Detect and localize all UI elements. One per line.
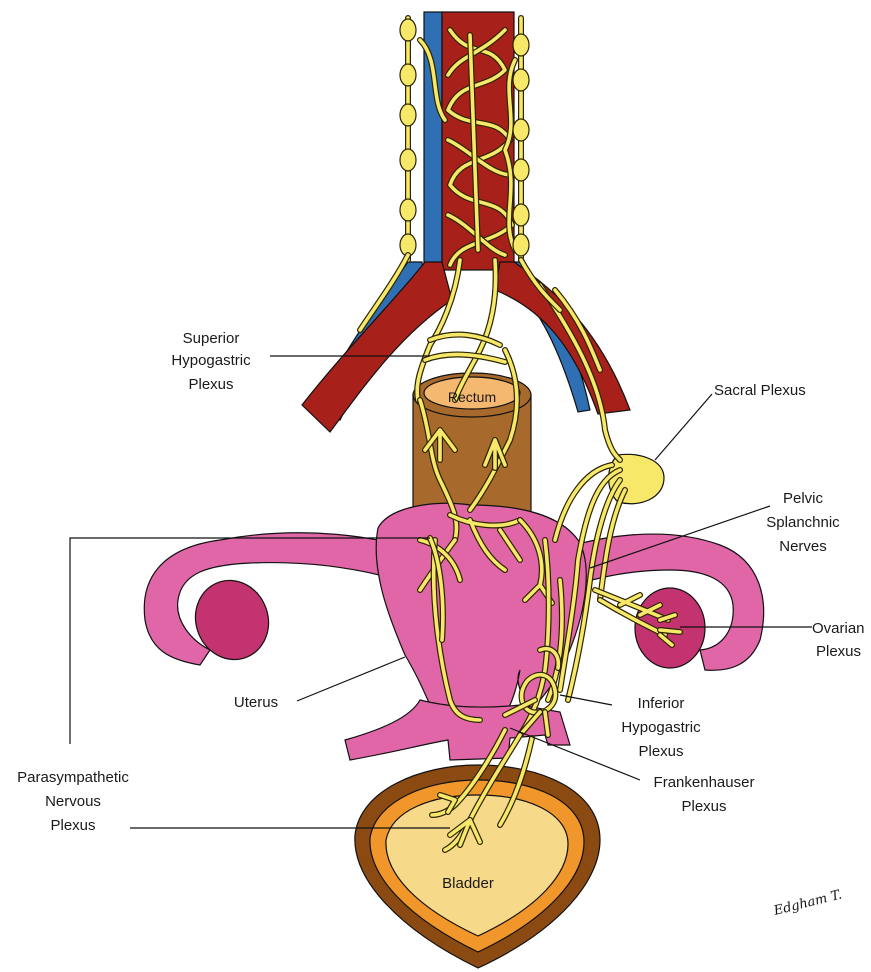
sympathetic-ganglion <box>513 234 529 256</box>
label-superior-hypogastric-1: Superior <box>183 330 240 347</box>
label-rectum: Rectum <box>448 389 496 405</box>
label-sacral-plexus: Sacral Plexus <box>714 382 806 399</box>
label-superior-hypogastric-3: Plexus <box>188 376 233 393</box>
label-pelvic-splanchnic-2: Splanchnic <box>766 514 840 531</box>
bladder <box>355 765 600 968</box>
label-inferior-hypogastric-3: Plexus <box>638 743 683 760</box>
label-inferior-hypogastric-1: Inferior <box>638 695 685 712</box>
sympathetic-ganglion <box>513 204 529 226</box>
label-uterus: Uterus <box>234 694 278 711</box>
label-parasympathetic-3: Plexus <box>50 817 95 834</box>
sympathetic-ganglion <box>513 159 529 181</box>
artist-signature: Edgham T. <box>771 887 843 919</box>
sympathetic-ganglion <box>513 119 529 141</box>
label-pelvic-splanchnic-3: Nerves <box>779 538 827 555</box>
label-bladder: Bladder <box>442 875 494 892</box>
sympathetic-ganglion <box>400 64 416 86</box>
sympathetic-ganglion <box>400 199 416 221</box>
great-vessels <box>302 12 630 432</box>
label-parasympathetic-2: Nervous <box>45 793 101 810</box>
label-ovarian-plexus-1: Ovarian <box>812 620 865 637</box>
label-inferior-hypogastric-2: Hypogastric <box>621 719 701 736</box>
sacral-ganglion <box>609 454 664 503</box>
label-frankenhauser-1: Frankenhauser <box>654 774 755 791</box>
label-ovarian-plexus-2: Plexus <box>816 643 861 660</box>
sympathetic-ganglion <box>400 149 416 171</box>
label-pelvic-splanchnic-1: Pelvic <box>783 490 824 507</box>
sympathetic-ganglion <box>513 69 529 91</box>
sympathetic-ganglion <box>513 34 529 56</box>
label-frankenhauser-2: Plexus <box>681 798 726 815</box>
label-parasympathetic-1: Parasympathetic <box>17 769 129 786</box>
sympathetic-ganglion <box>400 104 416 126</box>
sympathetic-ganglion <box>400 19 416 41</box>
label-superior-hypogastric-2: Hypogastric <box>171 352 251 369</box>
